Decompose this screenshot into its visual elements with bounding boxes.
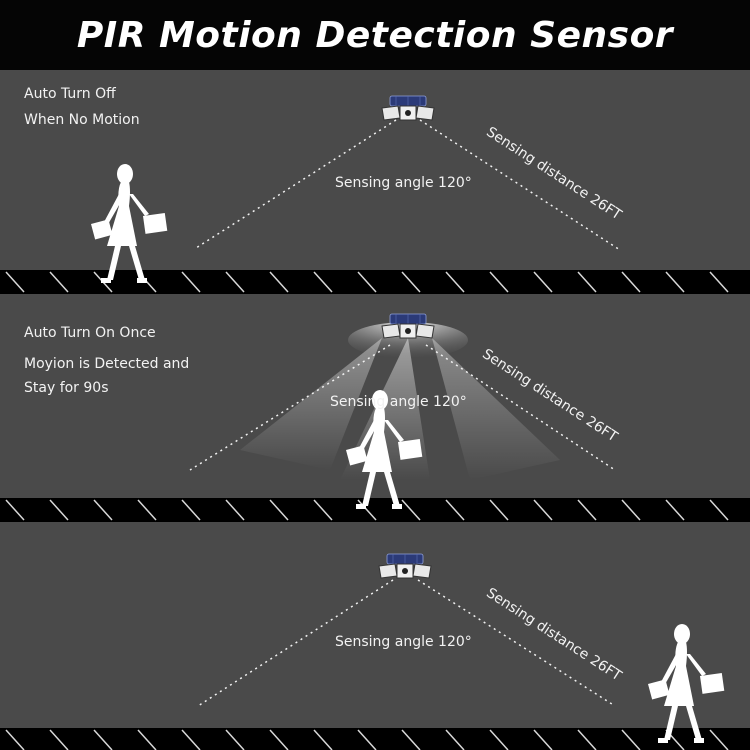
panel1-woman-figure	[91, 164, 168, 283]
panel1-caption-line1: Auto Turn Off	[24, 86, 116, 102]
page-title: PIR Motion Detection Sensor	[76, 14, 674, 56]
panel3-angle-line-left	[197, 579, 394, 707]
panel3-angle-label: Sensing angle 120°	[335, 634, 472, 650]
floor-stripe	[0, 498, 750, 522]
panel2-caption-line3: Stay for 90s	[24, 380, 109, 396]
floor-stripe	[0, 270, 750, 294]
panel1-angle-label: Sensing angle 120°	[335, 175, 472, 191]
panel2-lamp	[381, 313, 435, 339]
panel2-distance-line	[425, 344, 616, 471]
panel2-caption-line1: Auto Turn On Once	[24, 325, 156, 341]
panel3-lamp	[378, 553, 432, 579]
panel2-caption-line2: Moyion is Detected and	[24, 356, 190, 372]
panel1-caption-line2: When No Motion	[24, 112, 140, 128]
panel2-angle-label: Sensing angle 120°	[330, 394, 467, 410]
panel3-woman-figure	[648, 624, 725, 743]
panel-person-leaving	[0, 522, 750, 728]
panel1-distance-line	[419, 119, 621, 251]
panel1-lamp	[381, 95, 435, 121]
floor-stripe	[0, 728, 750, 750]
title-banner: PIR Motion Detection Sensor	[0, 0, 750, 70]
